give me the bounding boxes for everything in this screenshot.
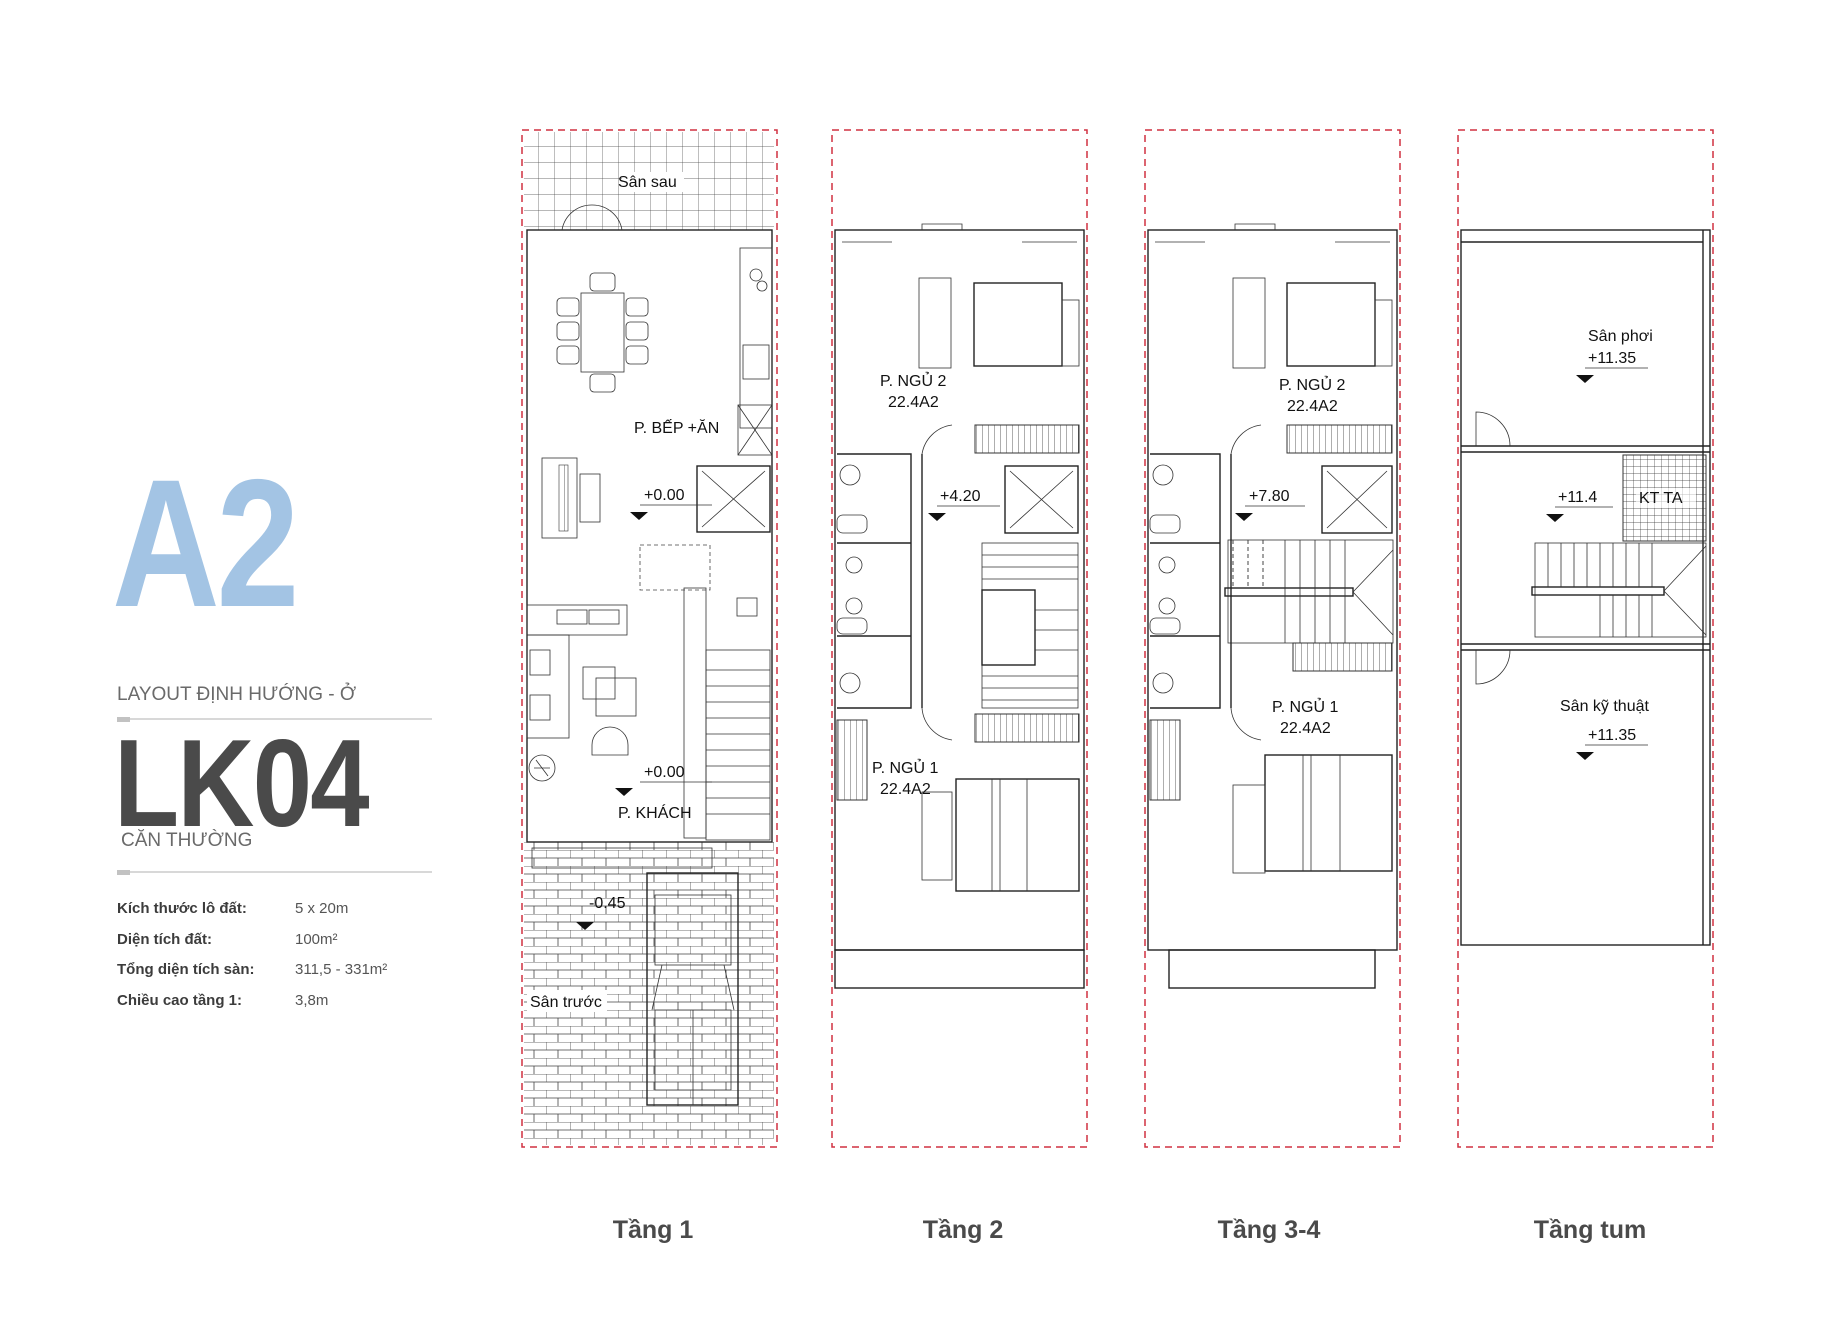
floor-plan-tang-3-4: P. NGỦ 2 22.4A2 +7.80 P. NGỦ 1 22.4A2 xyxy=(1144,129,1401,1148)
room-label: P. NGỦ 2 xyxy=(1279,375,1346,394)
car xyxy=(646,872,739,1106)
unit-category: CĂN THƯỜNG xyxy=(121,830,253,851)
room-label-living: P. KHÁCH xyxy=(618,803,692,822)
divider xyxy=(117,870,432,875)
layout-subtitle: LAYOUT ĐỊNH HƯỚNG - Ở xyxy=(117,684,357,705)
staircase xyxy=(1224,539,1394,644)
room-area: 22.4A2 xyxy=(1287,398,1338,415)
divider xyxy=(117,717,432,722)
bed xyxy=(1286,282,1376,367)
level-label: +11.4 xyxy=(1558,489,1597,506)
floor-caption: Tầng 2 xyxy=(922,1216,1004,1244)
area-label: KT TA xyxy=(1639,490,1683,507)
kitchen-counter xyxy=(739,247,773,429)
floor-plan-tang-2: P. NGỦ 2 22.4A2 +4.20 P. NGỦ 1 22.4A2 xyxy=(831,129,1088,1148)
sofa xyxy=(918,277,952,369)
sofa xyxy=(921,791,953,881)
area-label: Sân phơi xyxy=(1588,328,1653,345)
level-label: +0.00 xyxy=(644,764,685,781)
room-label-kitchen: P. BẾP +ĂN xyxy=(634,418,719,437)
room-label: P. NGỦ 2 xyxy=(880,371,947,390)
staircase xyxy=(1531,542,1707,638)
balcony xyxy=(1168,949,1376,989)
staircase xyxy=(705,649,771,841)
floor-caption: Tầng 3-4 xyxy=(1217,1216,1321,1244)
bed xyxy=(955,778,1080,892)
level-label: +11.35 xyxy=(1588,727,1636,744)
elevator-shaft xyxy=(1326,470,1388,529)
spec-label: Tổng diện tích sàn: xyxy=(117,961,255,978)
dining-table xyxy=(580,292,625,373)
staircase xyxy=(981,542,1079,709)
door-arc xyxy=(561,204,623,231)
level-label: -0.45 xyxy=(589,895,626,912)
wardrobe xyxy=(1292,642,1393,672)
level-label: +4.20 xyxy=(940,488,981,505)
area-label: Sân kỹ thuật xyxy=(1560,698,1650,715)
spec-label: Chiều cao tầng 1: xyxy=(117,992,243,1009)
wardrobe xyxy=(974,424,1080,454)
wardrobe xyxy=(1286,424,1393,454)
unit-code: LK04 xyxy=(114,715,370,853)
room-area: 22.4A2 xyxy=(1280,720,1331,737)
level-label: +7.80 xyxy=(1249,488,1290,505)
floor-caption: Tầng 1 xyxy=(612,1216,694,1244)
elevator-shaft xyxy=(701,470,766,528)
balcony xyxy=(834,949,1085,989)
spec-value: 3,8m xyxy=(295,992,329,1009)
floor-plan-tang-1: P. BẾP +ĂN +0.00 +0.00 P. KHÁCH -0.45 Sâ… xyxy=(521,129,778,1148)
bed xyxy=(1264,754,1393,872)
area-label-back-yard: Sân sau xyxy=(618,174,677,191)
spec-value: 100m² xyxy=(295,931,338,948)
spec-value: 311,5 - 331m² xyxy=(295,961,388,978)
floor-caption: Tầng tum xyxy=(1533,1216,1647,1244)
unit-type-title: A2 xyxy=(112,441,299,645)
area-label-front-yard: Sân trước xyxy=(530,994,602,1011)
spec-label: Diện tích đất: xyxy=(117,931,213,948)
level-label: +11.35 xyxy=(1588,350,1636,367)
wardrobe xyxy=(974,713,1080,743)
room-area: 22.4A2 xyxy=(888,394,939,411)
elevator-shaft xyxy=(1009,470,1074,529)
room-label: P. NGỦ 1 xyxy=(872,758,939,777)
room-label: P. NGỦ 1 xyxy=(1272,697,1339,716)
sofa xyxy=(1232,277,1266,369)
floor-plan-tang-tum: Sân phơi +11.35 KT TA +11.4 Sân kỹ thuật… xyxy=(1457,129,1714,1148)
bed xyxy=(973,282,1063,367)
spec-label: Kích thước lô đất: xyxy=(117,900,247,917)
room-area: 22.4A2 xyxy=(880,781,931,798)
sofa xyxy=(1232,784,1266,874)
level-label: +0.00 xyxy=(644,487,685,504)
plot-boundary xyxy=(1457,129,1714,1148)
sofa xyxy=(526,604,628,739)
spec-value: 5 x 20m xyxy=(295,900,349,917)
